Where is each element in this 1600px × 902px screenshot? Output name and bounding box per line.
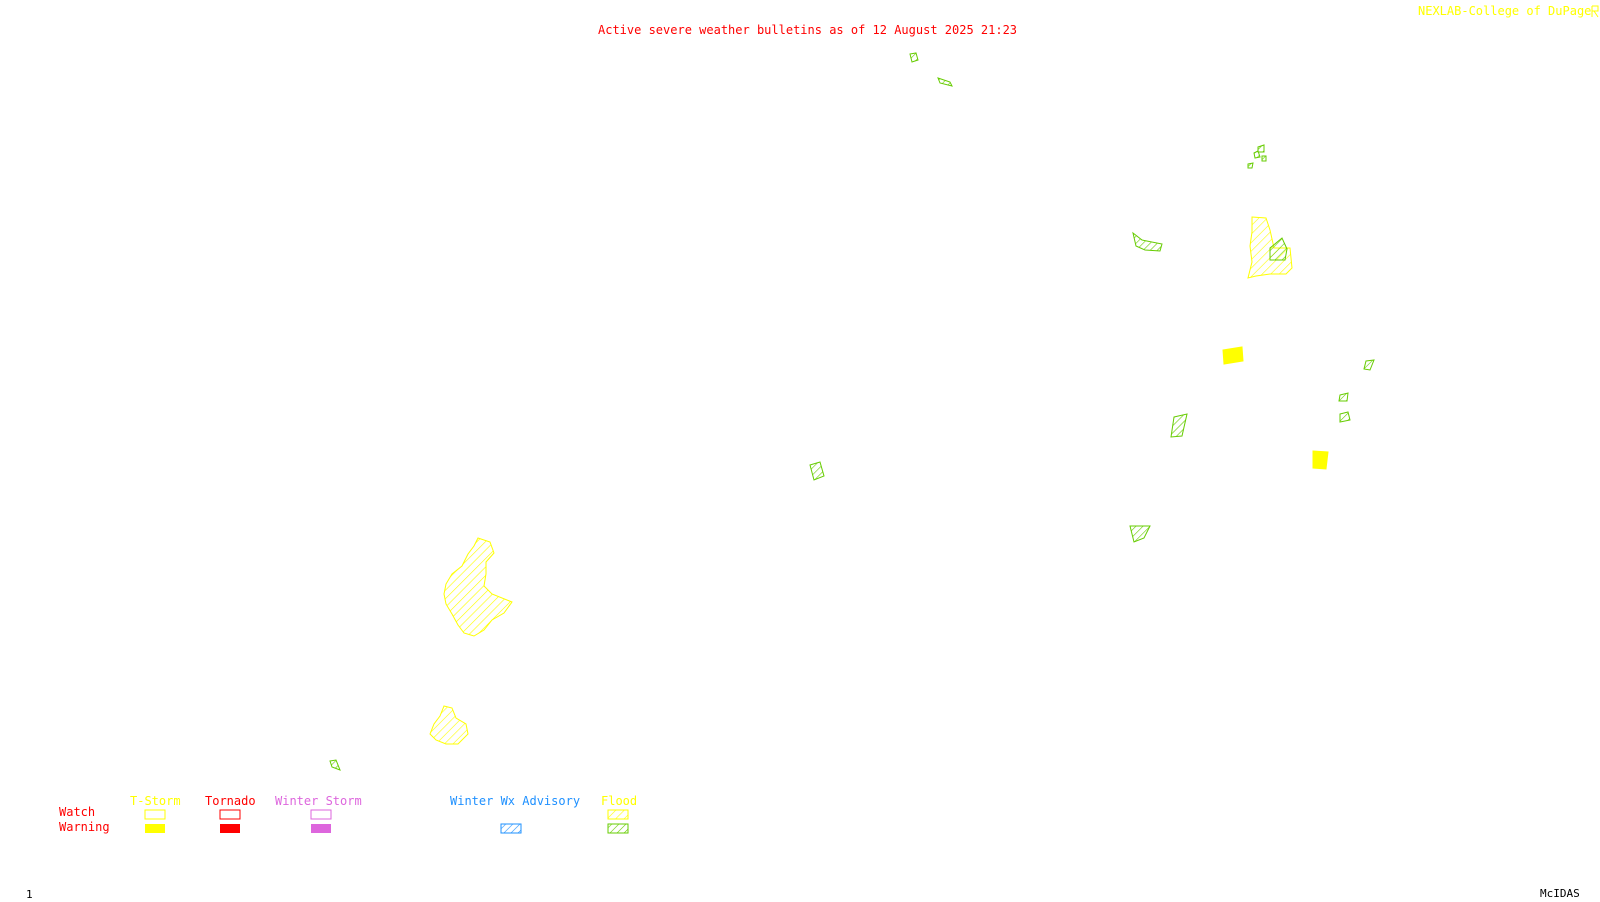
flood-warning-5 <box>1261 155 1267 162</box>
software-label: McIDAS <box>1540 887 1580 900</box>
legend-category-flood: Flood <box>601 794 638 808</box>
frame-number: 1 <box>26 888 33 901</box>
flood-warning-areas <box>329 52 1375 771</box>
winter-storm-watch-swatch <box>310 809 332 820</box>
flood-warning-2 <box>937 77 953 87</box>
legend-category-winter-storm: Winter Storm <box>275 794 362 808</box>
flood-watch-west-large <box>443 537 513 637</box>
flood-warning-10 <box>1338 392 1349 402</box>
flood-warning-8 <box>1269 237 1288 261</box>
flood-warning-6 <box>1247 162 1254 169</box>
tornado-warning-swatch <box>220 824 240 833</box>
logo-mark <box>1591 5 1599 18</box>
tornado-watch-swatch <box>219 809 241 820</box>
flood-warning-3 <box>1257 144 1265 153</box>
flood-warning-swatch <box>607 823 629 834</box>
credit-text: NEXLAB-College of DuPage <box>1418 4 1592 18</box>
legend-category-tornado: Tornado <box>205 794 256 808</box>
flood-warning-14 <box>1129 525 1151 543</box>
flood-warning-15 <box>329 759 341 771</box>
legend-row-watch: Watch <box>59 805 96 819</box>
legend-category-winter-wx-advisory: Winter Wx Advisory <box>450 794 581 808</box>
flood-warning-1 <box>909 52 919 63</box>
flood-watch-swatch <box>607 809 629 820</box>
tstorm-warning-2 <box>1312 450 1329 470</box>
flood-warning-7 <box>1132 231 1163 252</box>
winter-storm-warning-swatch <box>311 824 331 833</box>
tstorm-warning-areas <box>1222 346 1329 470</box>
flood-watch-west-small <box>429 705 469 745</box>
flood-warning-9 <box>1363 359 1375 371</box>
flood-warning-4 <box>1253 150 1261 159</box>
flood-warning-12 <box>1170 413 1188 438</box>
tstorm-warning-1 <box>1222 346 1244 365</box>
legend-swatches <box>144 809 629 834</box>
winter-wx-advisory-swatch <box>500 823 522 834</box>
flood-warning-11 <box>1339 411 1351 423</box>
flood-watch-areas <box>429 216 1293 745</box>
flood-warning-13 <box>809 461 825 481</box>
legend-category-tstorm: T-Storm <box>130 794 181 808</box>
legend-row-warning: Warning <box>59 820 110 834</box>
tstorm-watch-swatch <box>144 809 166 820</box>
tstorm-warning-swatch <box>145 824 165 833</box>
page-title: Active severe weather bulletins as of 12… <box>598 23 1018 37</box>
